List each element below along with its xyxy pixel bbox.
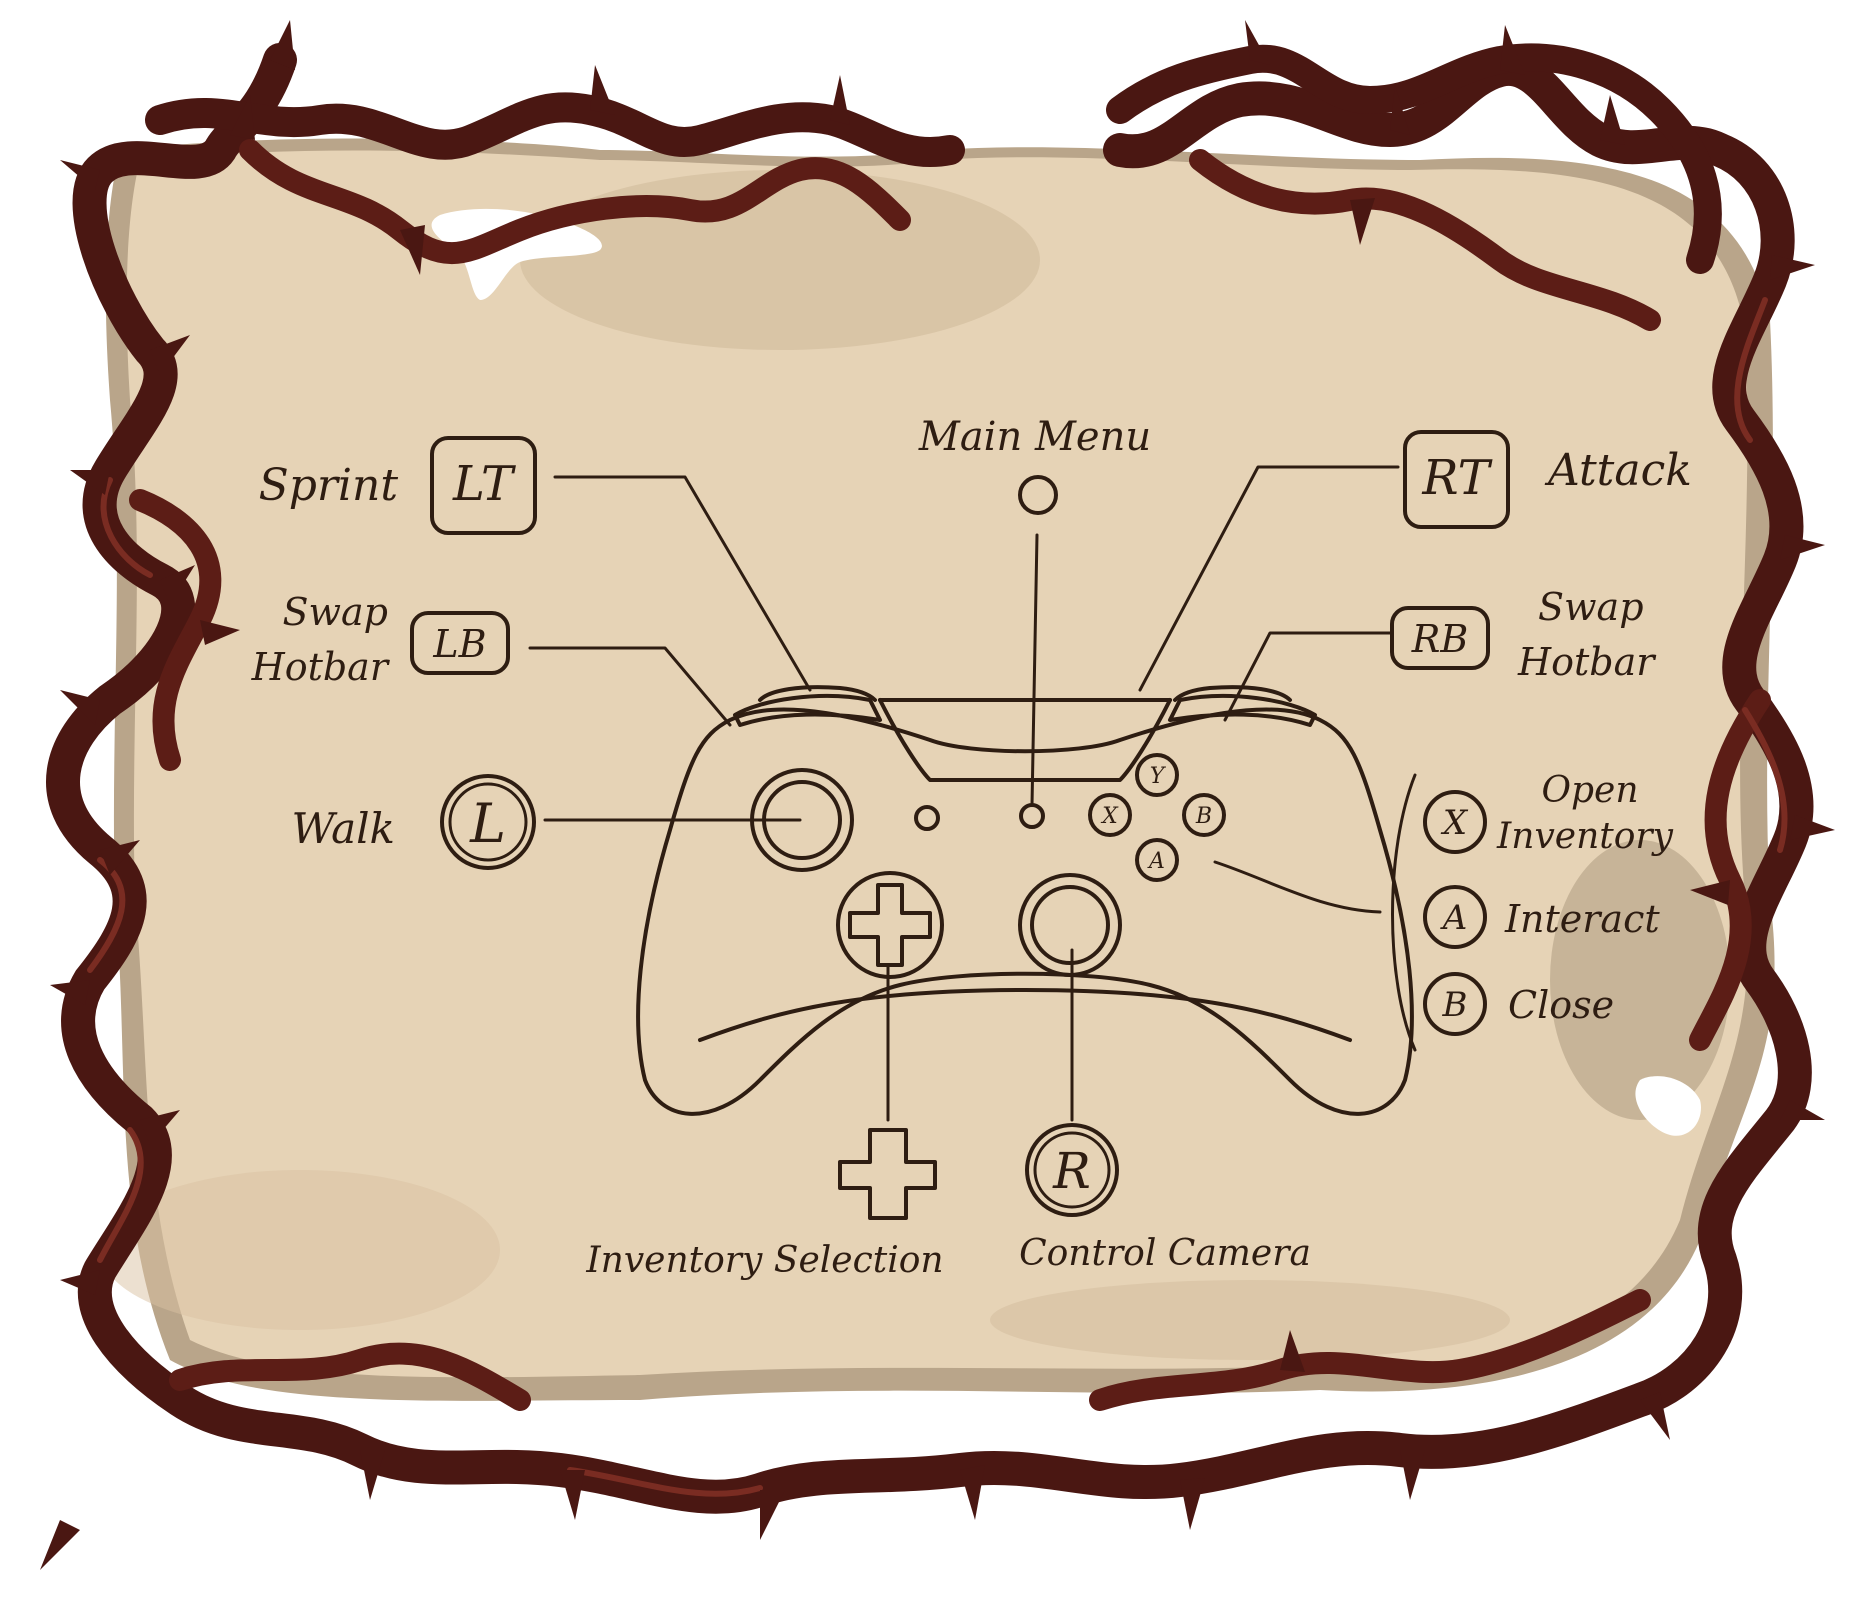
vine-main [46, 43, 1814, 1514]
dpad-ring [836, 871, 944, 979]
right-stick [1018, 873, 1122, 977]
vine-inner [1089, 1289, 1651, 1411]
left-stick-label: L [469, 792, 506, 855]
interact-label: Interact [1504, 897, 1660, 941]
leader-lines [528, 465, 1417, 1122]
rt-badge: RT [1403, 430, 1510, 529]
rb-action-line1: Swap [1538, 585, 1644, 629]
y-button-label: Y [1150, 764, 1167, 789]
vine-top-right [1106, 43, 1722, 274]
lt-trigger [758, 685, 877, 702]
stain [990, 1280, 1510, 1360]
face-leader [1213, 860, 1382, 914]
dpad-icon [848, 883, 932, 967]
vine-highlight [87, 297, 1788, 1497]
legend-b-label: B [1442, 985, 1468, 1025]
legend-a-label: A [1440, 898, 1468, 938]
stain [100, 1170, 500, 1330]
right-stick-inner [1030, 885, 1110, 965]
lt-badge: LT [430, 436, 537, 535]
rb-badge: RB [1390, 606, 1490, 670]
thorns [40, 20, 1835, 1570]
a-button-label: A [1147, 849, 1165, 874]
thorn-frame [40, 20, 1835, 1570]
main-menu-label: Main Menu [918, 414, 1151, 460]
legend-b: B [1423, 972, 1487, 1036]
face-button-icon [1423, 885, 1487, 949]
grip-line [698, 988, 1352, 1042]
lb-action-line1: Swap [282, 590, 388, 634]
rt-leader [1138, 465, 1400, 692]
vine-inner [1189, 149, 1661, 331]
legend-x-label: X [1440, 803, 1469, 843]
lt-button-label: LT [452, 456, 516, 512]
menu-leader [1030, 533, 1039, 807]
legend-a: A [1423, 885, 1487, 949]
face-button-icon [1182, 793, 1226, 837]
vine-inner [169, 1342, 531, 1411]
controller-outline [636, 707, 1414, 1116]
stain [520, 170, 1040, 350]
torn-hole [431, 208, 602, 300]
face-button-icon [1088, 793, 1132, 837]
right-stick-callout: R [1025, 1123, 1119, 1217]
lt-leader [553, 475, 812, 692]
lb-leader [528, 646, 732, 727]
lb-button-label: LB [432, 622, 486, 666]
face-buttons: Y X B A [1088, 753, 1226, 882]
open-label: Open [1541, 770, 1638, 811]
action-labels: Sprint Swap Hotbar Attack Swap Hotbar Ma… [251, 414, 1692, 1281]
torn-hole [1635, 1076, 1701, 1136]
view-button [914, 805, 940, 831]
vine-top [145, 92, 965, 167]
inventory-label: Inventory [1496, 816, 1674, 857]
controller-top-ridge [878, 698, 1172, 782]
vine-inner [1689, 689, 1771, 1051]
vine-inner [129, 489, 222, 771]
lb-action-line2: Hotbar [251, 645, 391, 689]
stick-icon [1025, 1123, 1119, 1217]
face-button-icon [1135, 838, 1179, 882]
legend-x: X [1423, 790, 1487, 854]
x-button-label: X [1100, 804, 1119, 829]
rt-button-label: RT [1421, 450, 1492, 506]
gamepad-icon [636, 685, 1414, 1116]
face-bracket [1391, 773, 1417, 1052]
rb-leader [1223, 631, 1392, 722]
close-label: Close [1508, 983, 1614, 1027]
vine-inner [239, 139, 911, 264]
face-button-icon [1423, 972, 1487, 1036]
parchment-sheet [126, 150, 1748, 1378]
b-button-label: B [1195, 804, 1212, 829]
rb-button-label: RB [1411, 617, 1469, 661]
left-stick-callout: L [440, 774, 536, 870]
lb-badge: LB [410, 611, 510, 675]
rt-trigger [1173, 685, 1292, 702]
stick-icon [440, 774, 536, 870]
inventory-selection-label: Inventory Selection [585, 1240, 943, 1281]
walk-label: Walk [292, 804, 395, 853]
parchment [100, 138, 1775, 1401]
attack-label: Attack [1544, 445, 1692, 496]
right-stick-label: R [1052, 1142, 1091, 1200]
dpad-icon [838, 1128, 937, 1220]
rb-bumper [1168, 694, 1317, 727]
face-button-icon [1135, 753, 1179, 797]
sprint-label: Sprint [259, 460, 399, 511]
control-camera-label: Control Camera [1019, 1233, 1311, 1274]
lb-bumper [733, 694, 882, 727]
stain [1550, 840, 1730, 1120]
rb-action-line2: Hotbar [1517, 640, 1657, 684]
menu-indicator-icon [1018, 475, 1058, 515]
face-button-icon [1423, 790, 1487, 854]
